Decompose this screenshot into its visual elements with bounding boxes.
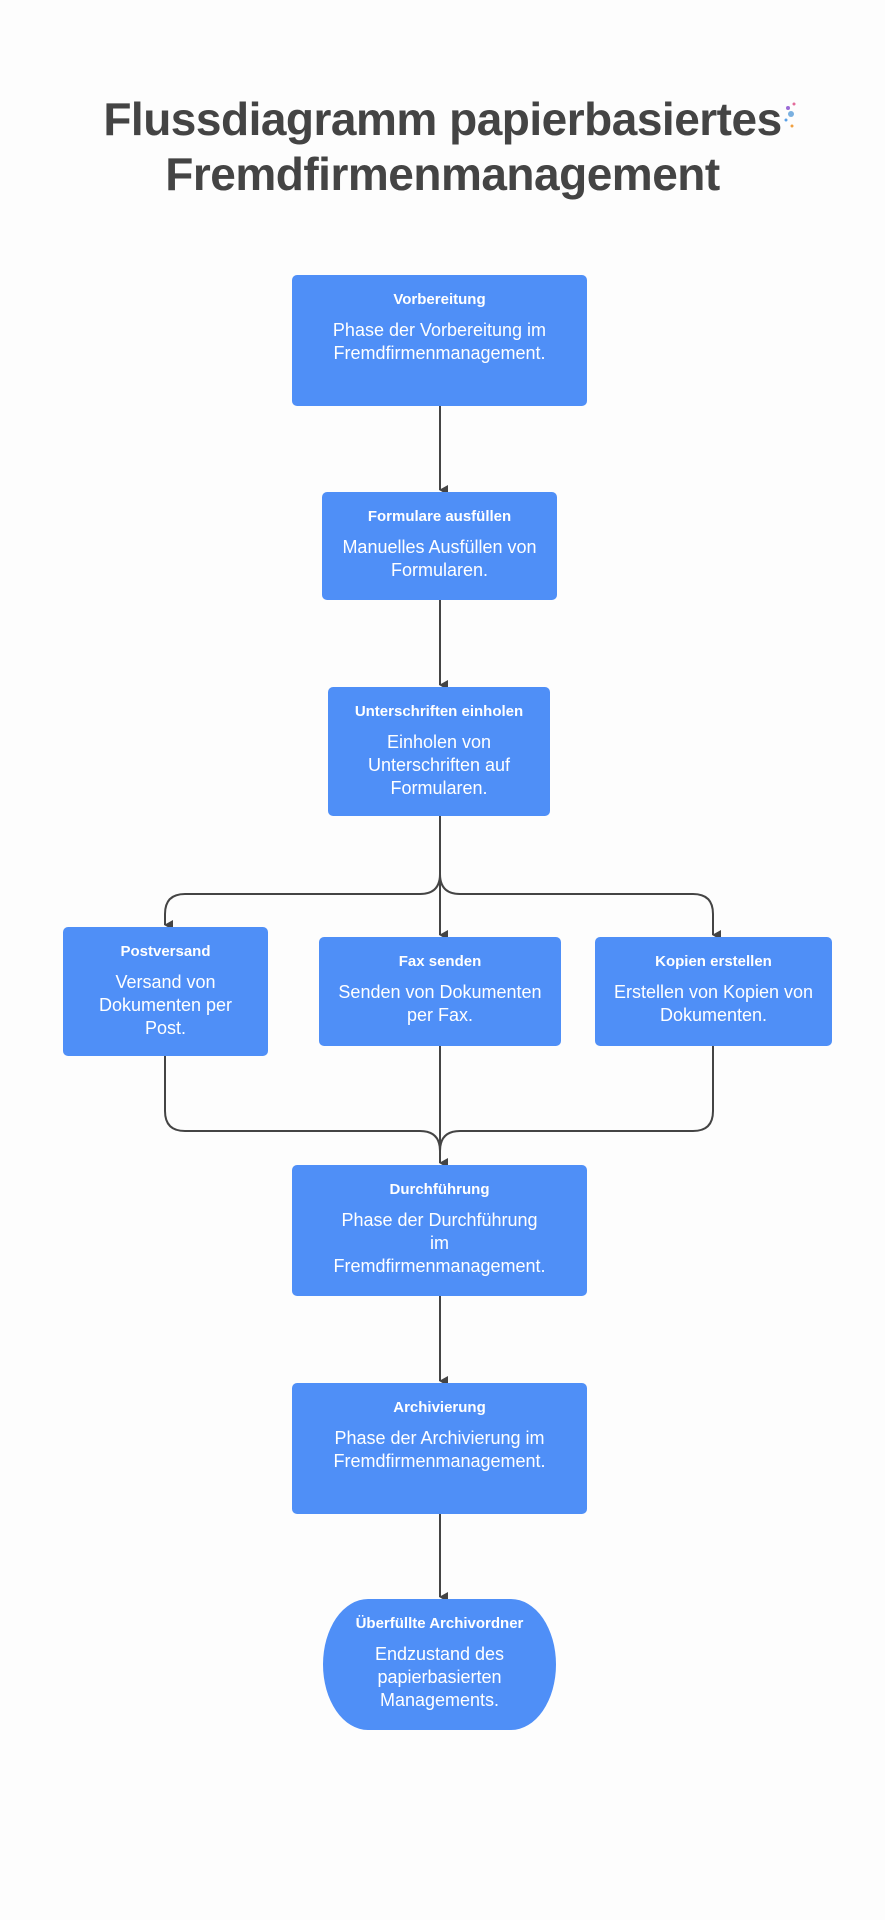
node-text: Phase der Archivierung im Fremdfirmenman… [333,1428,546,1471]
node-title: Vorbereitung [393,291,486,308]
node-text: Endzustand des papierbasierten Managemen… [374,1644,505,1710]
node-title: Formulare ausfüllen [367,508,512,525]
fm-connect-logo [780,100,838,130]
node-vorbereitung: Vorbereitung Phase der Vorbereitung im F… [292,275,587,406]
node-text: Versand von Dokumenten per Post. [98,972,233,1038]
node-text: Phase der Durchführung im Fremdfirmenman… [333,1210,546,1276]
node-durchfuehrung: Durchführung Phase der Durchführung im F… [292,1165,587,1296]
node-title: Durchführung [389,1181,490,1198]
node-title: Archivierung [393,1399,486,1416]
node-fax-senden: Fax senden Senden von Dokumenten per Fax… [319,937,561,1046]
connector-postversand-durchfuehrung [164,1056,448,1168]
node-title: Kopien erstellen [655,953,772,970]
node-text: Manuelles Ausfüllen von Formularen. [342,537,537,580]
node-ueberfuellte-archivordner: Überfüllte Archivordner Endzustand des p… [323,1599,556,1730]
title-line-1: Flussdiagramm papierbasiertes [103,93,782,145]
connector-to-postversand [164,816,441,930]
node-title: Fax senden [398,953,482,970]
node-text: Erstellen von Kopien von Dokumenten. [613,982,814,1025]
diagram-title: Flussdiagramm papierbasiertes Fremdfirme… [0,92,885,202]
node-text: Senden von Dokumenten per Fax. [338,982,542,1025]
node-title: Postversand [120,943,211,960]
node-formulare-ausfuellen: Formulare ausfüllen Manuelles Ausfüllen … [322,492,557,600]
logo-sparkle-icon [784,102,796,128]
node-text: Einholen von Unterschriften auf Formular… [367,732,511,798]
node-postversand: Postversand Versand von Dokumenten per P… [63,927,268,1056]
node-archivierung: Archivierung Phase der Archivierung im F… [292,1383,587,1514]
connector-kopien-durchfuehrung [439,1046,714,1152]
node-title: Unterschriften einholen [354,703,524,720]
node-unterschriften-einholen: Unterschriften einholen Einholen von Unt… [328,687,550,816]
node-kopien-erstellen: Kopien erstellen Erstellen von Kopien vo… [595,937,832,1046]
title-line-2: Fremdfirmenmanagement [165,148,720,200]
node-text: Phase der Vorbereitung im Fremdfirmenman… [332,320,547,363]
node-title: Überfüllte Archivordner [355,1615,524,1632]
connector-to-kopien [439,816,721,940]
